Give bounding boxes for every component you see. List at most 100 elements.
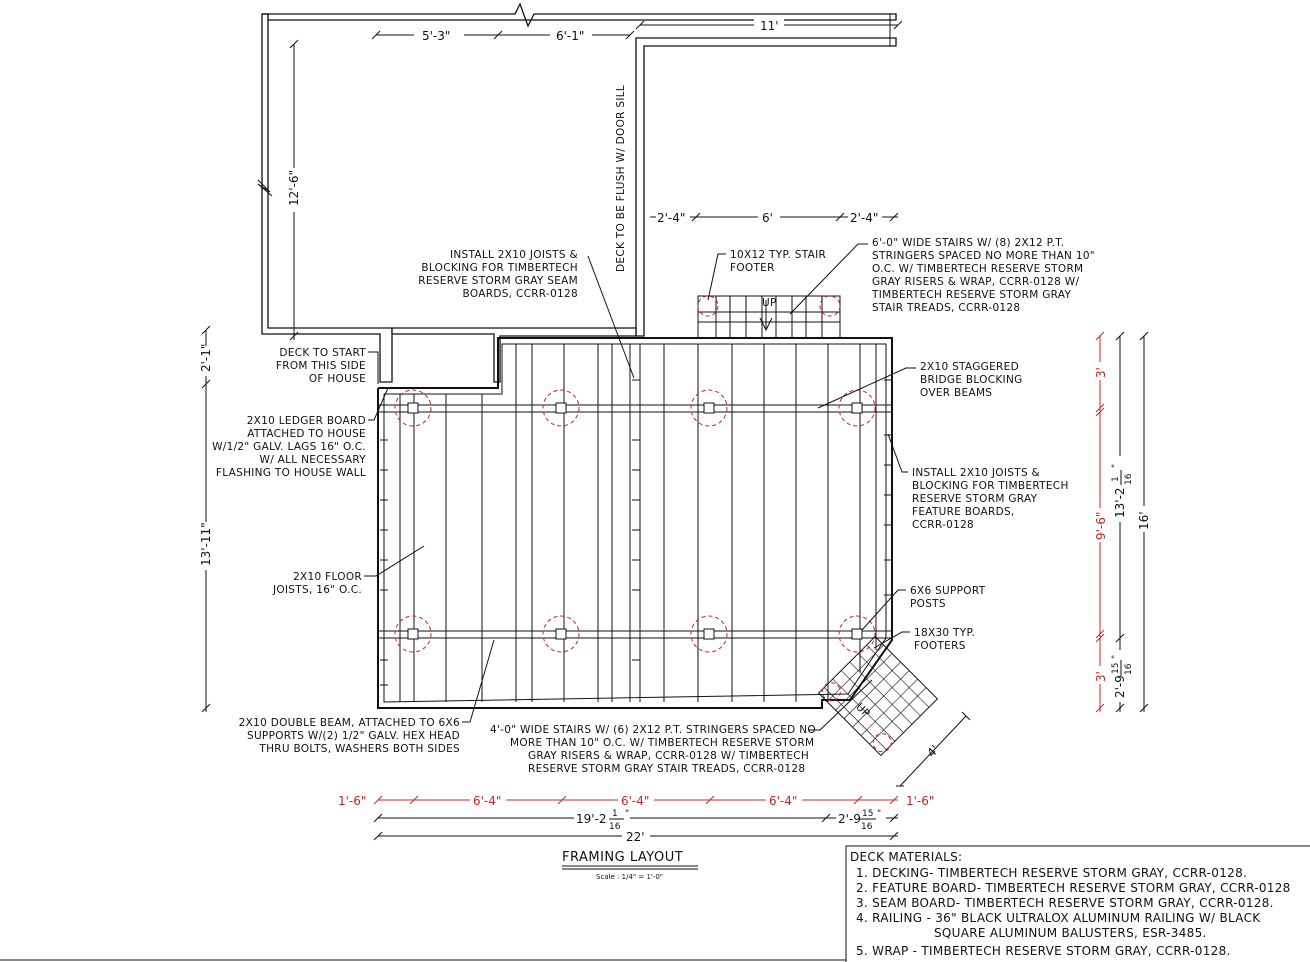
frac-num: 15	[862, 809, 873, 819]
frac-den: 16	[1124, 663, 1134, 675]
note-feature-boards-3: RESERVE STORM GRAY	[912, 493, 1038, 505]
frac-num: 1	[1111, 476, 1121, 482]
note-feature-boards-5: CCRR-0128	[912, 519, 974, 531]
frac-inch: "	[877, 809, 881, 819]
dim-right-13-2: 13'-2	[1113, 487, 1127, 518]
stair-footer-circle	[872, 733, 892, 753]
materials-item-4b: SQUARE ALUMINUM BALUSTERS, ESR-3485.	[934, 926, 1207, 940]
top-stair: UP	[697, 295, 841, 339]
drawing-title: FRAMING LAYOUT	[562, 850, 683, 865]
stair-footer-circle	[819, 295, 841, 317]
deck-frame	[377, 337, 893, 709]
note-floor-joists-1: 2X10 FLOOR	[293, 571, 362, 583]
note-ledger-2: ATTACHED TO HOUSE	[247, 428, 366, 440]
note-feature-boards-4: FEATURE BOARDS,	[912, 506, 1015, 518]
note-wide-stairs-4-3: GRAY RISERS & WRAP, CCRR-0128 W/ TIMBERT…	[528, 750, 809, 762]
frac-inch: "	[1111, 655, 1121, 659]
dims-left: 12'-6" 2'-1" 13'-11"	[196, 39, 302, 713]
dim-stair-2-4-right: 2'-4"	[850, 211, 878, 225]
dim-bottom-6-4-c: 6'-4"	[769, 794, 797, 808]
double-beams	[378, 404, 892, 639]
note-deck-start-1: DECK TO START	[279, 347, 366, 359]
note-wide-stairs-6-5: TIMBERTECH RESERVE STORM GRAY	[871, 289, 1071, 301]
frac-den: 16	[861, 822, 873, 832]
dim-13-11: 13'-11"	[199, 522, 213, 566]
footer-circle	[394, 389, 432, 427]
dim-right-3-bottom: 3'	[1094, 671, 1108, 682]
title-block: FRAMING LAYOUT Scale : 1/4" = 1'-0"	[562, 850, 698, 881]
dim-stair-6: 6'	[762, 211, 773, 225]
note-wide-stairs-6-1: 6'-0" WIDE STAIRS W/ (8) 2X12 P.T.	[872, 237, 1064, 249]
note-bridge-blocking-2: BRIDGE BLOCKING	[920, 374, 1023, 386]
note-door-sill: DECK TO BE FLUSH W/ DOOR SILL	[615, 85, 627, 272]
note-feature-boards-2: BLOCKING FOR TIMBERTECH	[912, 480, 1069, 492]
note-wide-stairs-6-6: STAIR TREADS, CCRR-0128	[872, 302, 1020, 314]
support-post	[407, 628, 419, 640]
up-arrow-label: UP	[762, 297, 777, 309]
materials-item-4: 4. RAILING - 36" BLACK ULTRALOX ALUMINUM…	[856, 911, 1261, 925]
house-wall-top	[262, 2, 897, 28]
frac-inch: "	[1111, 464, 1121, 468]
note-ledger-3: W/1/2" GALV. LAGS 16" O.C.	[212, 441, 366, 453]
dims-right: 3' 9'-6" 3' 13'-2 1 16 " 2'-9 15 16 " 16…	[896, 331, 1152, 787]
dim-bottom-1-6-left: 1'-6"	[338, 794, 366, 808]
blocking-left	[380, 439, 388, 686]
dim-12-6: 12'-6"	[287, 170, 301, 206]
dims-top: 5'-3" 6'-1" 11' 2'-4" 6' 2'-4"	[371, 18, 903, 225]
note-double-beam-1: 2X10 DOUBLE BEAM, ATTACHED TO 6X6	[239, 717, 460, 729]
note-support-posts-2: POSTS	[910, 598, 946, 610]
deck-rim	[377, 337, 893, 709]
dim-5-3: 5'-3"	[422, 29, 450, 43]
note-bridge-blocking-1: 2X10 STAGGERED	[920, 361, 1019, 373]
note-seam-boards-4: BOARDS, CCRR-0128	[463, 288, 578, 300]
support-post	[703, 628, 715, 640]
note-support-posts-1: 6X6 SUPPORT	[910, 585, 986, 597]
note-stair-footer-1: 10X12 TYP. STAIR	[730, 249, 826, 261]
note-ledger-4: W/ ALL NECESSARY	[260, 454, 367, 466]
dim-bottom-22: 22'	[626, 830, 645, 844]
note-deck-start-3: OF HOUSE	[309, 373, 366, 385]
materials-item-1: 1. DECKING- TIMBERTECH RESERVE STORM GRA…	[856, 866, 1247, 880]
dim-stair-2-4-left: 2'-4"	[657, 211, 685, 225]
dim-6-1: 6'-1"	[556, 29, 584, 43]
drawing-scale: Scale : 1/4" = 1'-0"	[596, 873, 663, 881]
dim-2-1: 2'-1"	[199, 344, 213, 372]
stair-footer-circle	[697, 295, 719, 317]
frac-den: 16	[1124, 473, 1134, 485]
dim-right-16: 16'	[1137, 511, 1151, 530]
note-wide-stairs-4-4: RESERVE STORM GRAY STAIR TREADS, CCRR-01…	[528, 763, 805, 775]
note-wide-stairs-6-4: GRAY RISERS & WRAP, CCRR-0128 W/	[872, 276, 1079, 288]
note-seam-boards-3: RESERVE STORM GRAY SEAM	[418, 275, 578, 287]
note-wide-stairs-6-2: STRINGERS SPACED NO MORE THAN 10"	[872, 250, 1095, 262]
support-post	[555, 402, 567, 414]
materials-heading: DECK MATERIALS:	[850, 850, 962, 864]
house-walls	[257, 2, 897, 383]
materials-item-2: 2. FEATURE BOARD- TIMBERTECH RESERVE STO…	[856, 881, 1291, 895]
note-seam-boards-2: BLOCKING FOR TIMBERTECH	[421, 262, 578, 274]
note-wide-stairs-4-2: MORE THAN 10" O.C. W/ TIMBERTECH RESERVE…	[510, 737, 814, 749]
frac-inch: "	[625, 809, 629, 819]
note-wide-stairs-6-3: O.C. W/ TIMBERTECH RESERVE STORM	[872, 263, 1083, 275]
frac-num: 15	[1111, 663, 1121, 674]
support-post	[703, 402, 715, 414]
note-footers-1: 18X30 TYP.	[914, 627, 975, 639]
house-wall-middle	[391, 327, 637, 383]
note-seam-boards-1: INSTALL 2X10 JOISTS &	[450, 249, 578, 261]
corner-stair: UP	[817, 635, 939, 757]
annotations: DECK TO BE FLUSH W/ DOOR SILL INSTALL 2X…	[212, 85, 1095, 775]
floor-joists	[399, 344, 877, 702]
support-post	[851, 628, 863, 640]
footer-circle	[690, 615, 728, 653]
dims-bottom: 1'-6" 6'-4" 6'-4" 6'-4" 1'-6" 19'-2 1 16…	[338, 793, 934, 844]
support-post	[407, 402, 419, 414]
note-bridge-blocking-3: OVER BEAMS	[920, 387, 992, 399]
materials-item-3: 3. SEAM BOARD- TIMBERTECH RESERVE STORM …	[856, 896, 1274, 910]
note-double-beam-3: THRU BOLTS, WASHERS BOTH SIDES	[258, 743, 460, 755]
note-wide-stairs-4-1: 4'-0" WIDE STAIRS W/ (6) 2X12 P.T. STRIN…	[490, 724, 816, 736]
dim-bottom-6-4-a: 6'-4"	[473, 794, 501, 808]
up-arrow-label: UP	[853, 701, 872, 720]
dim-bottom-6-4-b: 6'-4"	[621, 794, 649, 808]
note-feature-boards-1: INSTALL 2X10 JOISTS &	[912, 467, 1040, 479]
break-mark	[257, 179, 273, 197]
